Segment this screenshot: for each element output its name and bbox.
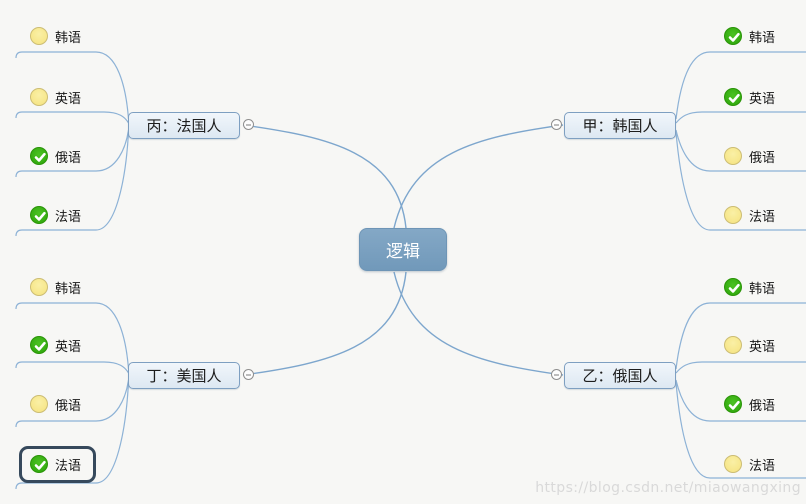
leaf-label: 韩语 [749, 281, 776, 297]
leaf-label: 法语 [749, 458, 776, 474]
leaf-label: 俄语 [55, 150, 82, 166]
leaf-topic[interactable]: 韩语 [724, 24, 775, 48]
leaf-topic[interactable]: 韩语 [724, 275, 775, 299]
leaf-topic[interactable]: 俄语 [30, 144, 81, 168]
wire-tr-leaf-0 [675, 51, 806, 120]
wire-bl-leaf-2 [15, 379, 130, 428]
leaf-topic-selected[interactable]: 法语 [18, 446, 97, 483]
empty-circle-icon[interactable] [724, 147, 742, 165]
wire-bl-leaf-3 [15, 381, 130, 490]
branch-topic-bing[interactable]: 丙：法国人 [128, 112, 240, 139]
check-circle-icon[interactable] [724, 395, 742, 413]
check-circle-icon[interactable] [724, 27, 742, 45]
leaf-topic[interactable]: 英语 [724, 85, 775, 109]
empty-circle-icon[interactable] [30, 88, 48, 106]
leaf-label: 英语 [55, 339, 82, 355]
empty-circle-icon[interactable] [724, 455, 742, 473]
empty-circle-icon[interactable] [30, 27, 48, 45]
wire-tl-leaf-3 [15, 131, 130, 237]
leaf-underlines [15, 51, 806, 490]
wire-bl-leaf-0 [15, 302, 130, 370]
curve-root-to-bottom-right [393, 271, 564, 376]
collapse-minus-icon[interactable] [551, 119, 562, 130]
leaf-topic[interactable]: 俄语 [724, 392, 775, 416]
check-circle-icon[interactable] [30, 206, 48, 224]
wire-tl-leaf-2 [15, 129, 130, 178]
leaf-topic[interactable]: 法语 [30, 203, 81, 227]
wire-br-leaf-0 [675, 302, 806, 370]
check-circle-icon[interactable] [30, 147, 48, 165]
collapse-minus-icon[interactable] [551, 369, 562, 380]
leaf-topic[interactable]: 英语 [30, 333, 81, 357]
wire-br-leaf-2 [675, 379, 806, 422]
branch-topic-yi[interactable]: 乙：俄国人 [564, 362, 676, 389]
curve-root-to-bottom-left [242, 271, 407, 376]
leaf-topic[interactable]: 韩语 [30, 275, 81, 299]
wire-tl-leaf-0 [15, 51, 130, 120]
leaf-topic[interactable]: 英语 [30, 85, 81, 109]
curve-root-to-top-left [242, 124, 407, 229]
leaf-label: 法语 [55, 458, 82, 474]
branch-topic-ding[interactable]: 丁：美国人 [128, 362, 240, 389]
wire-tr-leaf-1 [675, 111, 806, 124]
leaf-label: 英语 [55, 91, 82, 107]
leaf-topic[interactable]: 韩语 [30, 24, 81, 48]
wire-br-leaf-3 [675, 381, 806, 479]
empty-circle-icon[interactable] [30, 278, 48, 296]
leaf-label: 俄语 [749, 398, 776, 414]
root-topic[interactable]: 逻辑 [359, 228, 447, 271]
empty-circle-icon[interactable] [724, 336, 742, 354]
leaf-label: 韩语 [55, 281, 82, 297]
wire-bl-leaf-1 [15, 361, 130, 374]
leaf-label: 英语 [749, 91, 776, 107]
collapse-minus-icon[interactable] [243, 119, 254, 130]
root-branch-curves [242, 124, 564, 376]
wire-tr-leaf-2 [675, 129, 806, 172]
check-circle-icon[interactable] [724, 88, 742, 106]
collapse-minus-icon[interactable] [243, 369, 254, 380]
leaf-topic[interactable]: 英语 [724, 333, 775, 357]
empty-circle-icon[interactable] [30, 395, 48, 413]
watermark: https://blog.csdn.net/miaowangxing [535, 480, 801, 496]
leaf-label: 俄语 [55, 398, 82, 414]
leaf-topic[interactable]: 法语 [724, 452, 775, 476]
leaf-label: 韩语 [55, 30, 82, 46]
check-circle-icon[interactable] [724, 278, 742, 296]
check-circle-icon[interactable] [30, 455, 48, 473]
wire-tl-leaf-1 [15, 111, 130, 124]
leaf-label: 英语 [749, 339, 776, 355]
leaf-label: 韩语 [749, 30, 776, 46]
leaf-topic[interactable]: 俄语 [30, 392, 81, 416]
leaf-topic[interactable]: 俄语 [724, 144, 775, 168]
leaf-topic[interactable]: 法语 [724, 203, 775, 227]
branch-topic-jia[interactable]: 甲：韩国人 [564, 112, 676, 139]
leaf-label: 法语 [749, 209, 776, 225]
empty-circle-icon[interactable] [724, 206, 742, 224]
curve-root-to-top-right [393, 124, 564, 229]
wire-br-leaf-1 [675, 361, 806, 374]
leaf-label: 俄语 [749, 150, 776, 166]
wire-tr-leaf-3 [675, 131, 806, 231]
check-circle-icon[interactable] [30, 336, 48, 354]
leaf-label: 法语 [55, 209, 82, 225]
